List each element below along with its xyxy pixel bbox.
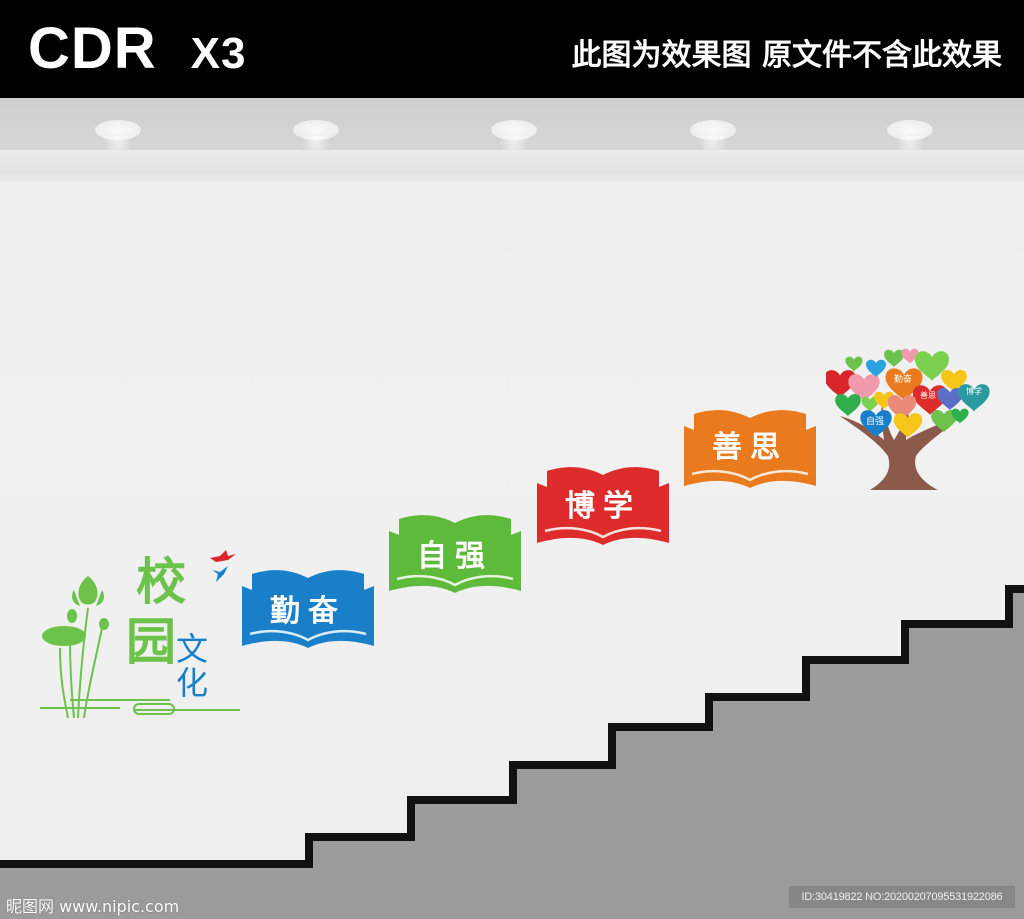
lotus-icon (40, 576, 120, 719)
heart-label: 自强 (866, 417, 885, 427)
book-label: 善思 (712, 430, 788, 465)
book-label: 勤奋 (270, 594, 346, 629)
heart-label: 善思 (920, 391, 936, 400)
open-book-icon (537, 467, 669, 545)
brand-title: CDR X3 (28, 14, 247, 89)
scroll-line-icon (70, 699, 240, 715)
book-sign-boxue: 博学 (533, 465, 673, 551)
open-book-icon (684, 410, 816, 488)
book-label: 自强 (417, 539, 493, 574)
brand-name: CDR (28, 16, 157, 81)
heart-tree-icon (824, 348, 990, 490)
birds-icon (210, 550, 236, 582)
title-char-xiao: 校 (136, 552, 186, 611)
brand-version: X3 (190, 29, 247, 78)
book-sign-shansi: 善思 (680, 408, 820, 494)
open-book-icon (389, 515, 521, 593)
campus-culture-title: 校 园 文 化 (40, 548, 240, 719)
header-bar: CDR X3 此图为效果图 原文件不含此效果 (0, 0, 1024, 98)
book-sign-ziqiang: 自强 (385, 513, 525, 599)
heart-label: 博学 (966, 387, 982, 396)
title-char-wen: 文 (176, 630, 209, 668)
ceiling-band (0, 150, 1024, 182)
site-watermark: 昵图网 www.nipic.com (6, 897, 180, 916)
title-char-yuan: 园 (126, 612, 176, 671)
title-char-hua: 化 (176, 664, 209, 702)
effect-notice: 此图为效果图 原文件不含此效果 (571, 38, 1002, 73)
open-book-icon (242, 570, 374, 648)
book-label: 博学 (565, 489, 641, 524)
image-id-watermark: ID:30419822 NO:20200207095531922086 (789, 886, 1015, 908)
book-sign-qinfen: 勤奋 (238, 568, 378, 654)
heart-tree: 勤奋 善思 博学 自强 (824, 340, 996, 495)
heart-label: 勤奋 (894, 375, 913, 385)
